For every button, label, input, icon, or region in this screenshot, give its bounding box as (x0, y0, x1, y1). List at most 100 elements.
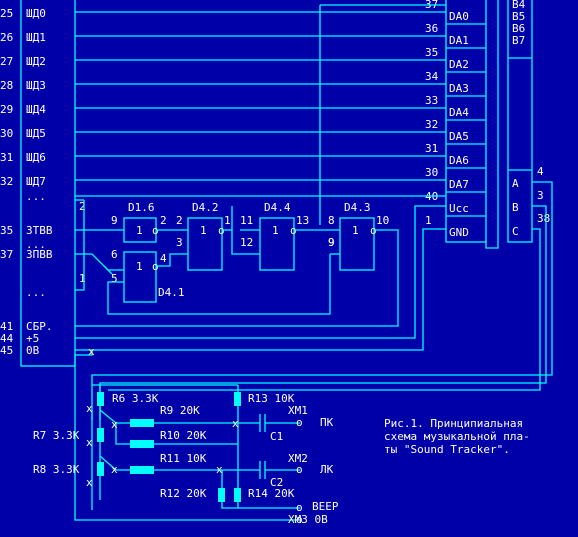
right-chip-port-b: B (512, 201, 519, 214)
connector-pin-27: 27 (0, 55, 13, 68)
chip-pin-35: 35 (425, 46, 438, 59)
gate-d42-bubble: o (218, 224, 225, 237)
junction-x-8: x (216, 463, 223, 476)
resistor-r13 (234, 392, 241, 406)
connector-signal-26: ШД1 (26, 31, 46, 44)
connector-pin-37: 37 (0, 248, 13, 261)
resistor-r10 (130, 440, 154, 448)
gate-d41-in2: 5 (111, 272, 118, 285)
connector-pin-44: 44 (0, 332, 14, 345)
connector-signal-41: СБР. (26, 320, 53, 333)
label-xm1: XM1 (288, 404, 308, 417)
terminal-xm1: o (296, 416, 303, 429)
caption-line-3: ты "Sound Tracker". (384, 443, 510, 456)
junction-x-1: x (88, 345, 95, 358)
gate-d16-name: D1.6 (128, 201, 155, 214)
data-bus-lines (75, 11, 446, 181)
chip-signal-da3: DA3 (449, 82, 469, 95)
label-r6: R6 3.3K (112, 392, 159, 405)
connector-dots-3: ... (26, 286, 46, 299)
label-xm2: XM2 (288, 452, 308, 465)
connector-pin-26: 26 (0, 31, 13, 44)
gate-d44-bubble: o (290, 224, 297, 237)
chip-pin-34: 34 (425, 70, 439, 83)
right-chip-b5: B5 (512, 10, 525, 23)
connector-pin-41: 41 (0, 320, 13, 333)
terminal-xm3: o (296, 513, 303, 526)
terminal-beep: o (296, 501, 303, 514)
connector-signal-27: ШД2 (26, 55, 46, 68)
label-pk: ПК (320, 416, 334, 429)
chip-signal-gnd: GND (449, 226, 469, 239)
gate-d16-sym: 1 (136, 224, 143, 237)
connector-signal-44: +5 (26, 332, 39, 345)
caption-line-2: схема музыкальной пла- (384, 430, 530, 443)
chip-signal-da6: DA6 (449, 154, 469, 167)
junction-x-2: x (86, 402, 93, 415)
gate-d44-out: 13 (296, 214, 309, 227)
chip-pin-32: 32 (425, 118, 438, 131)
gate-d43-name: D4.3 (344, 201, 371, 214)
label-c2: C2 (270, 476, 283, 489)
junction-x-5: x (111, 463, 118, 476)
gate-d41-name: D4.1 (158, 286, 185, 299)
label-r11: R11 10K (160, 452, 207, 465)
gate-d43 (339, 217, 375, 271)
sound-chip-pins: 37DA036DA135DA234DA333DA432DA531DA630DA7… (425, 0, 486, 239)
gate-d42 (187, 217, 223, 271)
connector-signal-30: ШД5 (26, 127, 46, 140)
resistor-r11 (130, 466, 154, 474)
gate-d41-sym: 1 (136, 260, 143, 273)
label-r12: R12 20K (160, 487, 207, 500)
junction-x-3: x (111, 418, 118, 431)
chip-signal-da4: DA4 (449, 106, 469, 119)
label-r7: R7 3.3K (33, 429, 80, 442)
gate-d43-bubble: o (370, 224, 377, 237)
connector-signal-37: ЗПВВ (26, 248, 53, 261)
gate-d41-bubble: o (152, 260, 159, 273)
gate-d43-out: 10 (376, 214, 389, 227)
wire-pin-9: 9 (328, 236, 335, 249)
gate-d42-in2: 3 (176, 236, 183, 249)
gate-d42-name: D4.2 (192, 201, 219, 214)
chip-signal-da7: DA7 (449, 178, 469, 191)
connector-pin-25: 25 (0, 7, 13, 20)
terminal-xm2: o (296, 463, 303, 476)
right-chip-b4: B4 (512, 0, 526, 11)
connector-signal-28: ШД3 (26, 79, 46, 92)
junction-x-7: x (232, 417, 239, 430)
chip-pin-31: 31 (425, 142, 438, 155)
label-lk: ЛК (320, 463, 334, 476)
chip-pin-30: 30 (425, 166, 438, 179)
chip-signal-da0: DA0 (449, 10, 469, 23)
gate-d43-in2: 9 (328, 236, 335, 249)
connector-pin-28: 28 (0, 79, 13, 92)
gate-d16-in: 9 (111, 214, 118, 227)
label-c1: C1 (270, 430, 283, 443)
right-chip-pin-3: 3 (537, 189, 544, 202)
left-connector-box (20, 0, 76, 367)
connector-pin-35: 35 (0, 224, 13, 237)
wire-pin-1: 1 (79, 272, 86, 285)
chip-pin-1: 1 (425, 214, 432, 227)
label-xm3: XM3 0В (288, 513, 328, 526)
label-r14: R14 20K (248, 487, 295, 500)
connector-pin-32: 32 (0, 175, 13, 188)
label-beep: BEEP (312, 500, 339, 513)
right-chip-pin-38: 38 (537, 212, 550, 225)
connector-dots-1: ... (26, 190, 46, 203)
caption-line-1: Рис.1. Принципиальная (384, 417, 523, 430)
chip-signal-ucc: Ucc (449, 202, 469, 215)
connector-signal-45: 0В (26, 344, 40, 357)
right-chip-port-c: C (512, 225, 519, 238)
connector-pin-30: 30 (0, 127, 13, 140)
right-chip-box (507, 0, 533, 243)
gate-d16-bubble: o (152, 224, 159, 237)
gate-d41-out: 4 (160, 252, 167, 265)
gate-d16-out: 2 (160, 214, 167, 227)
wire-pin-2: 2 (79, 200, 86, 213)
chip-signal-da1: DA1 (449, 34, 469, 47)
connector-pin-31: 31 (0, 151, 13, 164)
resistor-r14 (234, 488, 241, 502)
